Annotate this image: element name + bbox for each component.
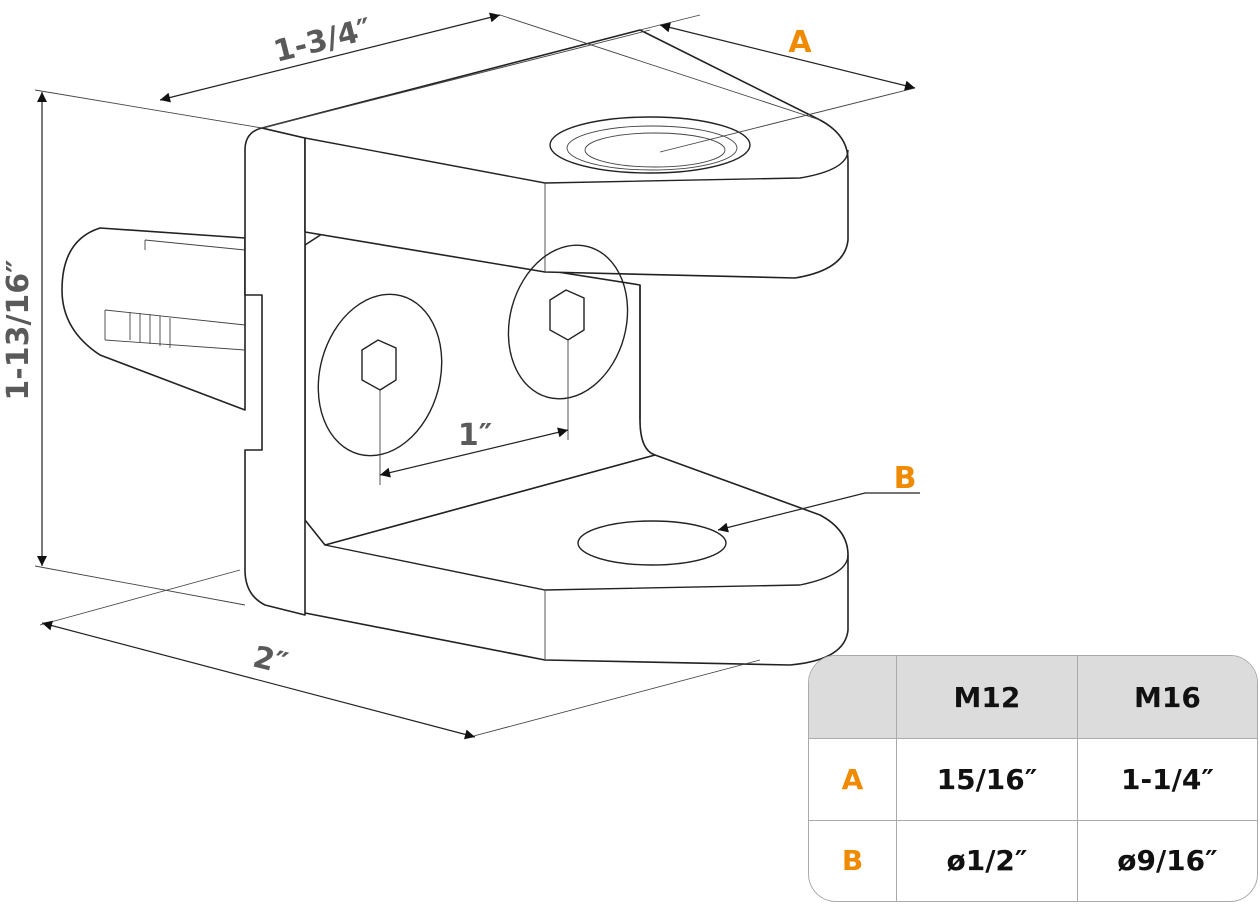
table-header-row: M12 M16 xyxy=(809,656,1257,739)
dim-width-label: 1-3/4″ xyxy=(270,12,375,70)
dim-depth-label: 2″ xyxy=(249,640,291,682)
dim-bolt-spacing-label: 1″ xyxy=(458,418,492,453)
hole-a xyxy=(549,116,751,174)
table-cell: ø1/2″ xyxy=(896,819,1078,901)
row-label: B xyxy=(809,819,897,901)
dim-line-width xyxy=(159,12,501,103)
table-header-empty xyxy=(809,656,897,739)
dim-b-label: B xyxy=(894,461,917,496)
table-row: A 15/16″ 1-1/4″ xyxy=(809,738,1257,821)
side-upright xyxy=(244,127,306,616)
anchor-sleeve xyxy=(61,227,246,411)
size-table: M12 M16 A 15/16″ 1-1/4″ B ø1/2″ ø9/16″ xyxy=(808,655,1258,902)
table-row: B ø1/2″ ø9/16″ xyxy=(809,819,1257,901)
table-cell: 15/16″ xyxy=(896,738,1078,821)
bolt-left xyxy=(317,293,443,457)
bolt-right xyxy=(507,244,629,400)
dim-line-a xyxy=(659,22,916,91)
table-header-m16: M16 xyxy=(1076,656,1257,739)
table-cell: 1-1/4″ xyxy=(1076,738,1257,821)
row-label: A xyxy=(809,738,897,821)
dim-height-label: 1-13/16″ xyxy=(1,259,36,400)
dim-line-depth xyxy=(41,620,476,740)
table-header-m12: M12 xyxy=(896,656,1078,739)
dim-a-label: A xyxy=(788,25,812,60)
hole-b xyxy=(577,520,727,566)
leader-b xyxy=(717,492,920,533)
table-cell: ø9/16″ xyxy=(1076,819,1257,901)
dim-line-bolt-spacing xyxy=(379,427,569,478)
